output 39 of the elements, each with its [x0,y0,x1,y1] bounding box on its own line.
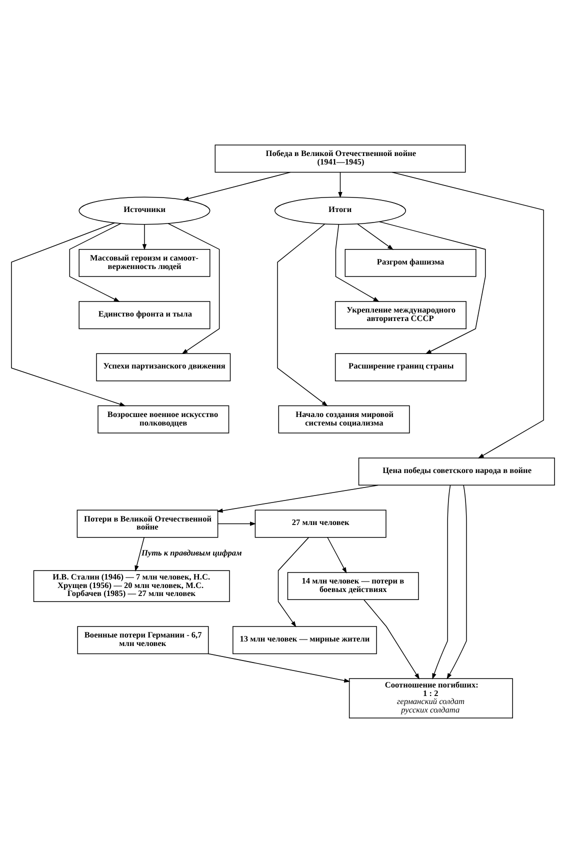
arrow [278,537,309,628]
node-box: Потери в Великой Отечественной войне [76,510,218,538]
node-box: И.В. Сталин (1946) — 7 млн человек, Н.С. Хрущев (1956) — 20 млн человек, М.С. Горбачев (1985) — 27 млн человек [33,570,230,602]
arrow [277,224,328,406]
arrow [216,484,378,513]
arrow [69,223,122,302]
node-box: Успехи партизанского движения [96,353,231,382]
arrow [357,224,394,250]
node-box: Разгром фашизма [344,248,476,277]
node-box: Укрепление международного авторитета СССР [334,301,466,330]
arrow [134,537,145,572]
edge-label: Путь к правдивым цифрам [141,548,242,558]
arrow [182,172,291,201]
arrow [142,224,147,250]
arrow [364,599,420,680]
arrow [335,224,380,302]
arrow [168,223,220,354]
node-box: Военные потери Германии - 6,7 млн человек [77,626,209,654]
node-box: Возросшее военное искусство полководцев [98,405,230,434]
node-ellipse: Итоги [274,196,406,225]
node-box: Единство фронта и тыла [78,301,210,330]
arrow [218,522,256,526]
node-box: Расширение границ страны [334,353,466,382]
arrow [208,653,350,683]
node-box: Соотношение погибших: 1 : 2 германский солдат русских солдата [348,678,513,718]
arrow [378,221,486,354]
arrow [446,484,467,680]
node-box: 27 млн человек [254,510,386,538]
node-box: Победа в Великой Отечественной войне (1941—1945) [214,144,466,173]
arrow [11,222,126,406]
arrow [327,537,347,574]
node-box: Цена победы советского народа в войне [358,458,555,486]
node-box: 13 млн человек — мирные жители [232,626,377,654]
arrow [432,484,451,680]
node-box: Массовый героизм и самоот- верженность людей [78,248,210,277]
arrow [338,172,342,198]
node-box: 14 млн человек — потери в боевых действиях [287,572,419,600]
node-box: Начало создания мировой системы социализма [278,405,410,434]
arrow [392,172,544,458]
